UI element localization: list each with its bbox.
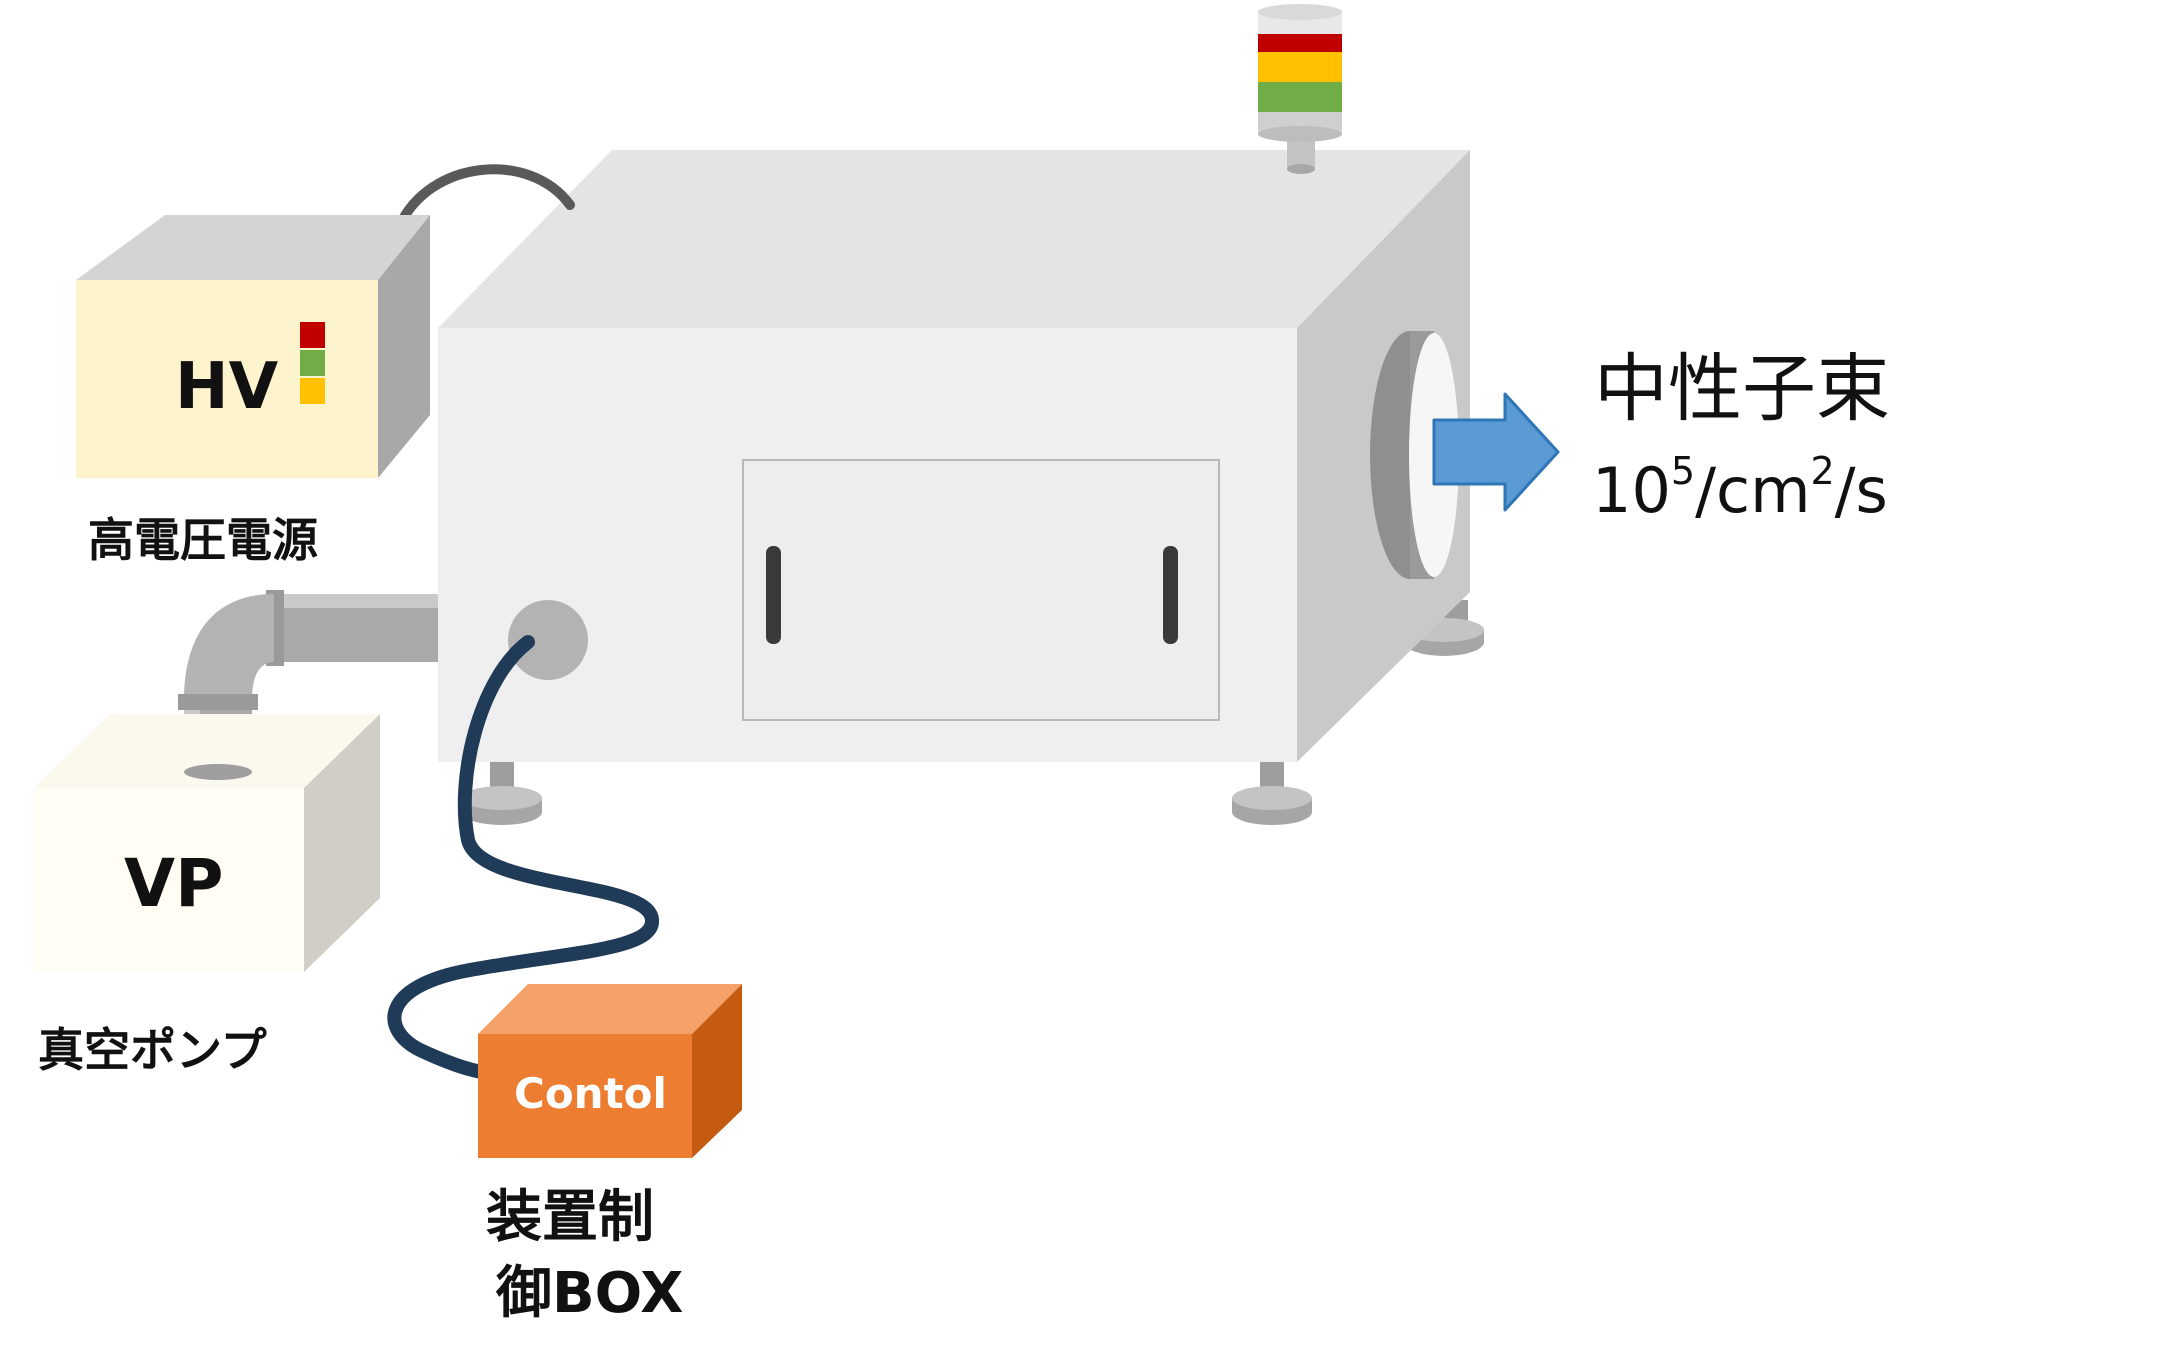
beam-arrow [1432, 392, 1560, 512]
flux-title: 中性子束 [1594, 346, 1890, 432]
chamber-foot-front-left [462, 762, 542, 825]
tower-light-green [1258, 82, 1342, 112]
flux-exponent: 5 [1671, 449, 1695, 493]
tower-light-yellow [1258, 52, 1342, 82]
hv-cable [395, 164, 575, 230]
flux-unit-b: /s [1835, 454, 1888, 527]
flux-base: 10 [1592, 454, 1671, 527]
control-caption-line1: 装置制 [486, 1185, 654, 1250]
vp-top-face [34, 714, 380, 788]
hv-indicator-red [300, 322, 325, 348]
control-box: Contol 装置制 御BOX [478, 984, 742, 1326]
vp-front-face [34, 788, 304, 972]
chamber-top-face [438, 150, 1470, 328]
hv-side-face [378, 215, 430, 478]
control-front-face [478, 1034, 692, 1158]
neutron-flux-label: 中性子束 105/cm2/s [1592, 346, 1890, 527]
control-top-face [478, 984, 742, 1034]
chamber-foot-front-right [1232, 762, 1312, 825]
hv-top-face [76, 215, 430, 280]
panel-handle-right [1163, 546, 1178, 644]
hv-caption: 高電圧電源 [88, 513, 318, 567]
control-front-label: Contol [514, 1069, 667, 1118]
signal-tower [1258, 4, 1342, 174]
panel-handle-left [766, 546, 781, 644]
flux-value: 105/cm2/s [1592, 449, 1888, 527]
control-caption-line2: 御BOX [495, 1261, 683, 1326]
hv-front-label: HV [175, 350, 279, 424]
tower-light-red [1258, 34, 1342, 52]
control-side-face [692, 984, 742, 1158]
hv-indicator-green [300, 350, 325, 376]
hv-indicator-yellow [300, 378, 325, 404]
cable-port [508, 600, 588, 680]
hv-front-face [76, 280, 378, 478]
vp-caption: 真空ポンプ [38, 1023, 267, 1077]
flux-unit-a: /cm [1695, 454, 1810, 527]
hv-power-supply: HV 高電圧電源 [76, 164, 575, 567]
main-chamber [438, 150, 1484, 825]
access-panel [742, 459, 1220, 721]
vp-side-face [304, 714, 380, 972]
vp-front-label: VP [124, 845, 223, 922]
vacuum-pump: VP 真空ポンプ [34, 590, 438, 1077]
flux-unit-exponent: 2 [1810, 449, 1834, 493]
control-cable [387, 635, 659, 1079]
